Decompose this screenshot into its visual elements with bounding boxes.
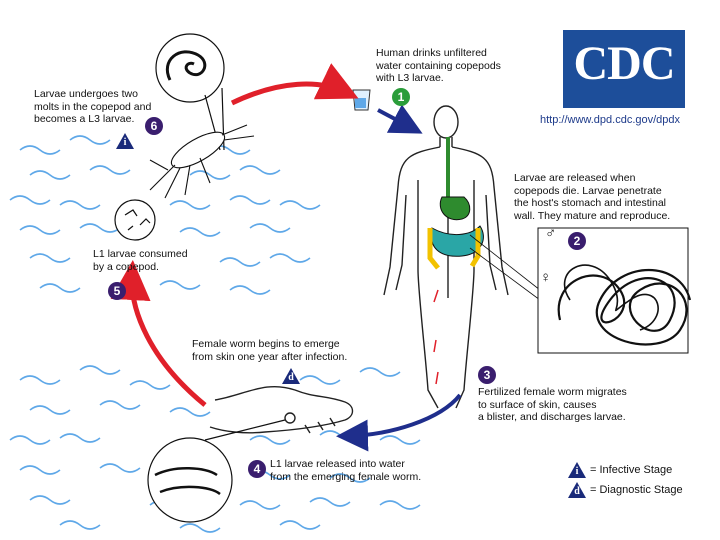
step-3-badge: 3 [478,366,496,384]
diagnostic-triangle-icon: d [282,368,300,384]
arrow-copepod-to-human [230,63,359,106]
digestive-tract [427,137,484,270]
step-1-text: Human drinks unfiltered water containing… [376,47,501,84]
copepod-with-l1-inset [114,199,156,241]
cdc-logo-tagline: SAFER · HEALTHIER · PEOPLE™ [573,100,675,106]
water-glass-icon [352,89,371,111]
arrow-glass-to-mouth [377,104,423,134]
infective-stage-marker: i [116,133,134,154]
water-waves-upper [9,135,321,295]
female-worm-emergence-note: Female worm begins to emerge from skin o… [192,338,348,363]
step-5-badge: 5 [108,282,126,300]
inset-pointer-lines [469,234,541,301]
step-5-text: L1 larvae consumed by a copepod. [93,248,188,273]
l3-larva-inset [155,33,225,151]
legend-diagnostic-label: = Diagnostic Stage [590,484,683,496]
step-4-text: L1 larvae released into water from the e… [270,458,422,483]
step-2-badge: 2 [568,232,586,250]
cdc-logo-letters: CDC [573,37,676,90]
leg-and-foot-outline [209,386,354,434]
male-symbol: ♂ [545,225,557,242]
human-body-outline [383,105,509,409]
arrow-leg-to-foot [336,393,462,452]
step-1-badge: 1 [392,88,410,106]
step-2-text: Larvae are released when copepods die. L… [514,172,671,222]
adult-worms-inset [537,227,692,354]
source-url[interactable]: http://www.dpd.cdc.gov/dpdx [540,114,681,126]
legend-infective: i = Infective Stage [568,462,672,478]
l1-larvae-inset [147,419,286,523]
infective-triangle-icon: i [116,133,134,149]
legend-infective-label: = Infective Stage [590,464,673,476]
legend-diagnostic: d = Diagnostic Stage [568,482,683,498]
migrating-worm-marks [433,289,439,385]
step-4-badge: 4 [248,460,266,478]
step-6-badge: 6 [145,117,163,135]
female-symbol: ♀ [540,269,552,286]
arrow-water-to-copepod [110,260,207,407]
step-3-text: Fertilized female worm migrates to surfa… [478,386,627,423]
diagnostic-stage-marker: d [282,368,300,389]
diagnostic-legend-icon: d [568,482,586,498]
cdc-logo: CDC [563,30,685,108]
infective-legend-icon: i [568,462,586,478]
step-6-text: Larvae undergoes two molts in the copepo… [34,88,152,125]
copepod-illustration [149,124,255,199]
